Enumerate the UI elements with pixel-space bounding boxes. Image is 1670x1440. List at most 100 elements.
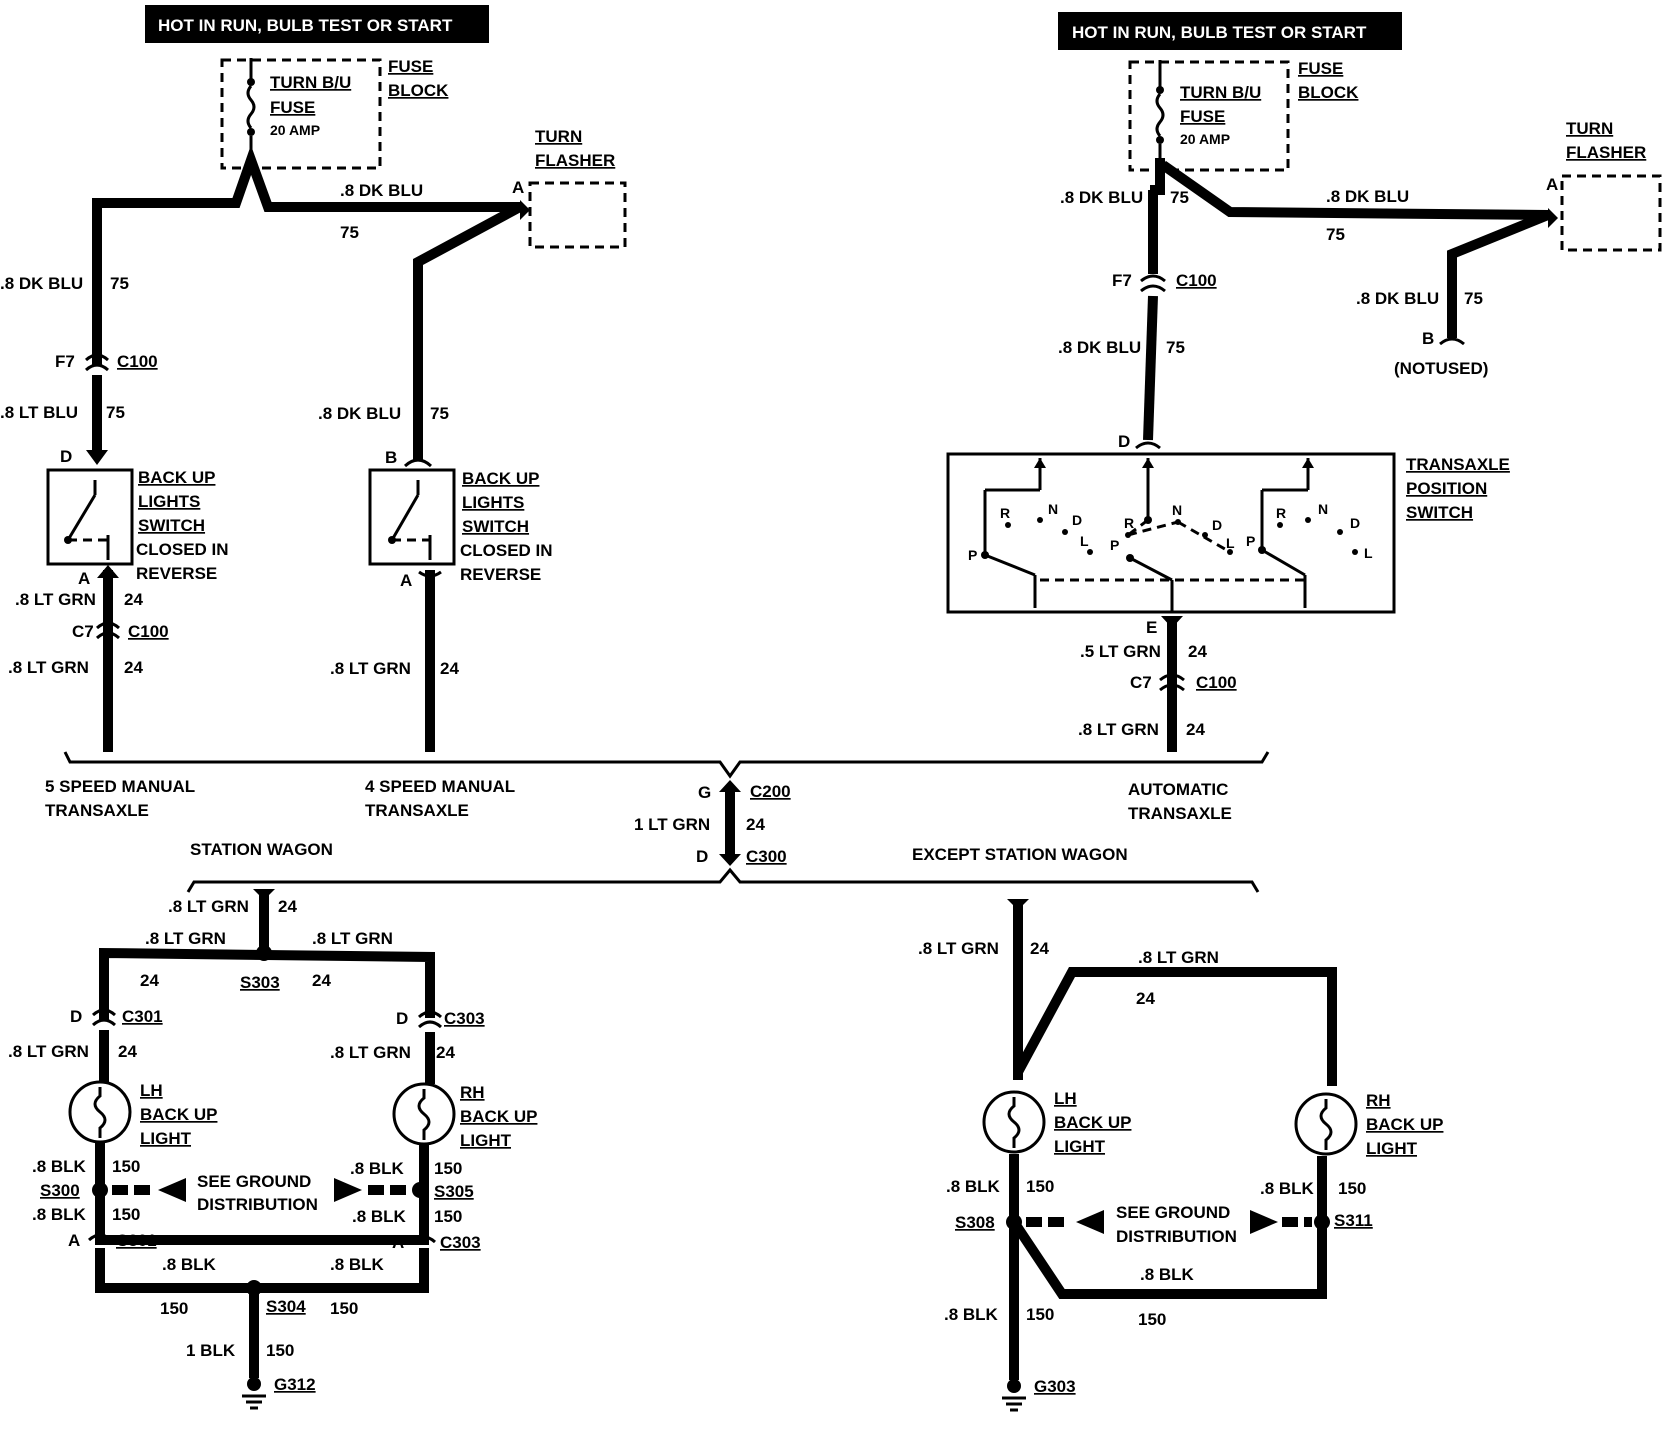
wire-circuit-75-ltblu: 75 (106, 403, 125, 422)
wire-circuit-75-auto-b: 75 (1166, 338, 1185, 357)
ground-ref-arrow-s305 (334, 1178, 408, 1202)
lh-backup-label-except: BACK UP (1054, 1113, 1131, 1132)
fuse-rating-right: 20 AMP (1180, 131, 1230, 147)
connector-c100-auto-upper: F7 C100 (1112, 271, 1217, 293)
wire-fuse-stub-right (1150, 158, 1165, 195)
switch-pin-a-4spd: A (400, 571, 412, 590)
flasher-pin-a-left: A (512, 178, 524, 197)
rh-back-up-light-wagon: RH BACK UP LIGHT (392, 1082, 537, 1150)
connector-a-c303: A (392, 1233, 404, 1252)
wire-label-ltgrn-except-top: .8 LT GRN (1138, 948, 1219, 967)
switch-line5-5spd: REVERSE (136, 564, 217, 583)
wire-circuit-75-5spd: 75 (110, 274, 129, 293)
gear-p-2: P (1110, 537, 1119, 553)
flasher-label2-left: FLASHER (535, 151, 615, 170)
variant-auto-line1: AUTOMATIC (1128, 780, 1228, 799)
connector-c100-5spd-lower: C7 C100 (72, 621, 169, 641)
connector-f7-label-auto: F7 (1112, 271, 1132, 290)
gear-d-1: D (1072, 512, 1082, 528)
gear-l-1: L (1080, 533, 1089, 549)
wire-label-ltgrn1-center: 1 LT GRN (634, 815, 710, 834)
gear-r-3: R (1276, 505, 1286, 521)
wire-label-ltgrn-wagon-l: .8 LT GRN (145, 929, 226, 948)
fuse-name-left: TURN B/U (270, 73, 351, 92)
fuse-block-label2-left: BLOCK (388, 81, 449, 100)
connector-c100-label-auto-lower: C100 (1196, 673, 1237, 692)
wire-circuit-75-4spd: 75 (430, 404, 449, 423)
ground-ref-arrow-s311 (1250, 1210, 1312, 1234)
wire-label-ltgrn-lh-wagon: .8 LT GRN (8, 1042, 89, 1061)
connector-c7-label-5spd: C7 (72, 622, 94, 641)
connector-d-c303: D (396, 1009, 408, 1028)
wire-circuit-24-lh-wagon: 24 (118, 1042, 137, 1061)
gear-l-2: L (1226, 535, 1235, 551)
connector-c200-label: C200 (750, 782, 791, 801)
wire-circuit-150-lh-wagon-b: 150 (112, 1205, 140, 1224)
switch-line4-5spd: CLOSED IN (136, 540, 229, 559)
wire-ltgrn-except-branch (1013, 967, 1337, 1086)
wire-circuit-150-rh-wagon-a: 150 (434, 1159, 462, 1178)
wire-dkblu-auto-b (1143, 295, 1158, 441)
ground-see-label2-wagon: DISTRIBUTION (197, 1195, 318, 1214)
wire-circuit-150-rh-except: 150 (1338, 1179, 1366, 1198)
wire-label-dkblu-top-left: .8 DK BLU (340, 181, 423, 200)
wire-label-ltgrn-wagon-r: .8 LT GRN (312, 929, 393, 948)
connector-c100-lower-5spd: C100 (128, 622, 169, 641)
wire-label-dkblu-auto-a: .8 DK BLU (1060, 188, 1143, 207)
wire-label-ltgrn-auto: .8 LT GRN (1078, 720, 1159, 739)
connector-c100-label-5spd: C100 (117, 352, 158, 371)
switch-line1-4spd: BACK UP (462, 469, 539, 488)
lh-back-up-light-wagon: LH BACK UP LIGHT (68, 1080, 217, 1148)
wire-label-blk-wagon-jl: .8 BLK (162, 1255, 217, 1274)
wire-circuit-75-pinb: 75 (1464, 289, 1483, 308)
switch-line3-5spd: SWITCH (138, 516, 205, 535)
wire-label-dkblu-top-right: .8 DK BLU (1326, 187, 1409, 206)
fuse-block-left: TURN B/U FUSE 20 AMP FUSE BLOCK (220, 57, 449, 170)
wire-circuit-75-top-right: 75 (1326, 225, 1345, 244)
variant-auto-line2: TRANSAXLE (1128, 804, 1232, 823)
switch-line2-5spd: LIGHTS (138, 492, 200, 511)
splice-s303: S303 (240, 973, 280, 992)
lh-light-label-wagon: LH (140, 1081, 163, 1100)
flasher-pin-b-right: B (1422, 329, 1434, 348)
connector-c303-label-lower: C303 (440, 1233, 481, 1252)
variant-wagon: STATION WAGON (190, 840, 333, 859)
wire-label-ltgrn-wagon-feed: .8 LT GRN (168, 897, 249, 916)
header-left: HOT IN RUN, BULB TEST OR START (145, 5, 489, 43)
connector-c301-upper: D C301 (70, 1007, 163, 1027)
rh-light-label-wagon: RH (460, 1083, 485, 1102)
connector-c303-upper: D C303 (396, 1009, 485, 1029)
connector-g-label: G (698, 783, 711, 802)
connector-c301-lower: A C301 (68, 1231, 157, 1250)
splice-s300: S300 (40, 1181, 80, 1200)
rh-back-up-light-except: RH BACK UP LIGHT (1294, 1091, 1443, 1158)
transaxle-switch-line2: POSITION (1406, 479, 1487, 498)
wire-circuit-24-auto-b: 24 (1186, 720, 1205, 739)
lh-light-label-except: LH (1054, 1089, 1077, 1108)
wire-circuit-150-g312: 150 (266, 1341, 294, 1360)
wire-label-blk-rh-wagon-a: .8 BLK (350, 1159, 405, 1178)
transaxle-switch-pin-e: E (1146, 618, 1157, 637)
variant-5spd-line2: TRANSAXLE (45, 801, 149, 820)
connector-c303-lower: A C303 (392, 1233, 481, 1252)
wire-label-dkblu-auto-b: .8 DK BLU (1058, 338, 1141, 357)
rh-light-word-except: LIGHT (1366, 1139, 1418, 1158)
fuse-label-right: FUSE (1180, 107, 1225, 126)
switch-pin-b-4spd: B (385, 448, 397, 467)
wire-fuse-to-flasher-right (1160, 160, 1549, 220)
flasher-label1-left: TURN (535, 127, 582, 146)
wire-label-blk-lh-wagon-b: .8 BLK (32, 1205, 87, 1224)
rh-light-label-except: RH (1366, 1091, 1391, 1110)
gear-p-1: P (968, 547, 977, 563)
switch-pin-d-5spd: D (60, 447, 72, 466)
variant-bracket-lower (186, 867, 1260, 893)
transaxle-switch-line1: TRANSAXLE (1406, 455, 1510, 474)
splice-s304: S304 (266, 1297, 306, 1316)
fuse-name-right: TURN B/U (1180, 83, 1261, 102)
connector-d-c301: D (70, 1007, 82, 1026)
wire-label-dkblu-5spd: .8 DK BLU (0, 274, 83, 293)
wire-circuit-150-wagon-jl: 150 (160, 1299, 188, 1318)
ground-g312-label: G312 (274, 1375, 316, 1394)
variant-4spd-line2: TRANSAXLE (365, 801, 469, 820)
lh-light-word-wagon: LIGHT (140, 1129, 192, 1148)
